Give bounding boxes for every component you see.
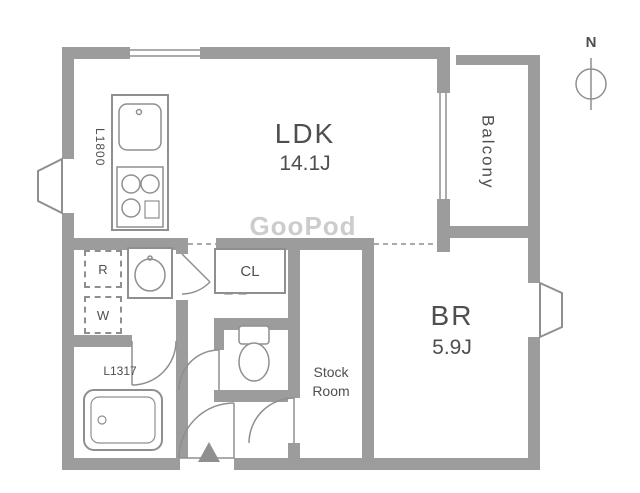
entrance-triangle-icon (198, 442, 220, 462)
stock-room-label-line2: Room (312, 383, 350, 399)
refrigerator-box: R (84, 250, 122, 288)
ldk-name: LDK (274, 118, 336, 149)
compass-north-label: N (585, 34, 597, 51)
bathtub-icon (83, 389, 163, 451)
wall-balcony-divider-upper (437, 47, 450, 93)
wall-toilet-left-stub (214, 318, 224, 350)
wall-balcony-top (456, 55, 540, 65)
window-top-icon (130, 49, 200, 57)
wall-br-left (362, 250, 374, 458)
wall-top-left (62, 47, 130, 59)
refrigerator-label: R (98, 261, 108, 277)
wall-balcony-divider-lower (437, 199, 450, 252)
wall-top-main (200, 47, 450, 59)
bath-size-label: L1317 (103, 364, 137, 378)
wall-left-lower (62, 213, 74, 470)
wall-hall-right-upper (288, 238, 300, 398)
washer-box: W (84, 296, 122, 334)
washer-label: W (96, 307, 110, 323)
window-bay-left-icon (37, 157, 63, 215)
closet-box: CL (214, 248, 286, 294)
wall-bottom-main (234, 458, 540, 470)
wall-hall-stub (176, 238, 188, 254)
compass-icon (575, 58, 607, 110)
watermark: GooPod (249, 211, 357, 241)
wall-balcony-bottom (437, 226, 540, 238)
wall-right-lower (528, 337, 540, 470)
bath-door-arc (131, 340, 177, 386)
wall-hall-right-lower (288, 443, 300, 458)
washroom-door-arc (181, 281, 211, 295)
wall-bath-top (74, 335, 132, 347)
br-name: BR (430, 300, 474, 331)
ldk-size: 14.1J (279, 152, 331, 175)
window-balcony-icon (439, 93, 447, 199)
entrance-door-arc (178, 402, 235, 459)
stock-door-arc (248, 397, 295, 444)
kitchen-counter-icon (111, 94, 169, 231)
washroom-door-leaf (181, 253, 211, 283)
wall-washroom-right (176, 300, 188, 458)
kitchen-size-label: L1800 (92, 127, 107, 167)
wall-toilet-top (214, 318, 288, 330)
window-bay-right-icon (539, 281, 563, 339)
balcony-label: Balcony (478, 114, 498, 190)
wall-toilet-bottom (214, 390, 288, 402)
closet-label: CL (240, 262, 260, 280)
wall-left-upper (62, 47, 74, 159)
wall-hall-top (216, 238, 300, 250)
br-size: 5.9J (432, 336, 472, 359)
toilet-door-arc (178, 349, 220, 391)
wall-bottom-left (62, 458, 180, 470)
stock-room-label-line1: Stock (313, 364, 349, 380)
washbasin-icon (127, 247, 173, 299)
toilet-icon (238, 325, 270, 382)
wall-br-top (300, 238, 374, 250)
